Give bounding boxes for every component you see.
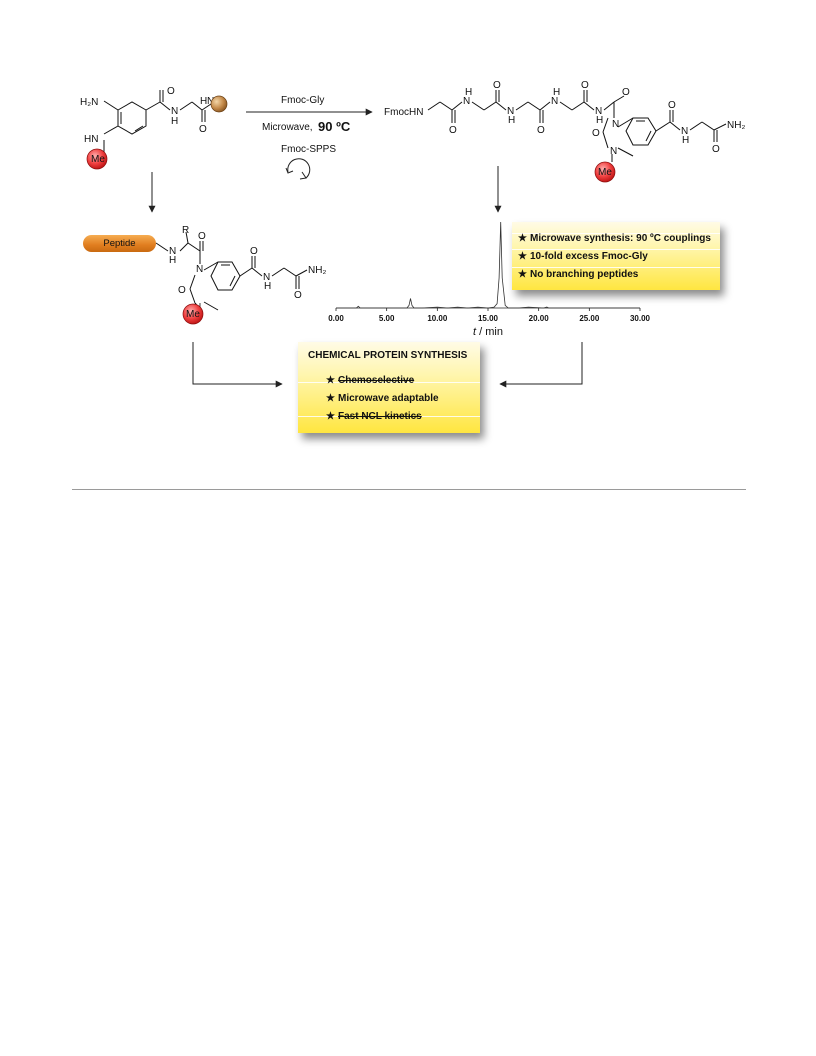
peptide-o1: O [198, 231, 206, 242]
reagent-label: Fmoc-Gly [281, 95, 324, 106]
start-amine-label: H₂N [80, 97, 98, 108]
product-h2: H [508, 115, 515, 126]
peptide-o4: O [294, 290, 302, 301]
star-icon: ★ [518, 269, 527, 280]
product-h7: H [682, 135, 689, 146]
start-hn-label: HN [84, 134, 98, 145]
product-n4: N [595, 106, 602, 117]
cycle-label: Fmoc-SPPS [281, 144, 336, 155]
peptide-chain-icon: Peptide [83, 235, 156, 252]
x-tick-label: 15.00 [478, 314, 499, 323]
peptide-nh2: NH₂ [308, 265, 326, 276]
start-amide-h1: H [171, 116, 178, 127]
peptide-h3: H [264, 281, 271, 292]
product-n1: N [463, 96, 470, 107]
product-o7: O [668, 100, 676, 111]
product-top-structure [427, 90, 727, 162]
start-amide-n1: N [171, 106, 178, 117]
condition-temperature: 90 ºC [318, 119, 351, 134]
product-n3: N [551, 96, 558, 107]
x-tick-label: 10.00 [427, 314, 448, 323]
summary-title: CHEMICAL PROTEIN SYNTHESIS [308, 350, 468, 361]
condition-prefix: Microwave, [262, 122, 313, 133]
product-o3: O [537, 125, 545, 136]
peptide-product-structure [155, 231, 308, 318]
x-tick-label: 0.00 [328, 314, 344, 323]
product-h4: H [596, 115, 603, 126]
methyl-sphere-icon [182, 303, 204, 325]
star-icon: ★ [518, 233, 527, 244]
resin-bead-icon [210, 95, 228, 113]
star-icon: ★ [518, 251, 527, 262]
features-box: ★Microwave synthesis: 90 ºC couplings ★1… [512, 222, 720, 290]
peptide-n1: N [196, 264, 203, 275]
start-amide-h2: H [200, 96, 207, 107]
product-n2: N [507, 106, 514, 117]
peptide-o2: O [178, 285, 186, 296]
product-n7: N [681, 126, 688, 137]
start-methyl-label: Me [91, 154, 105, 165]
feature-item: ★No branching peptides [518, 269, 639, 280]
peptide-methyl-label: Me [186, 309, 200, 320]
summary-item: ★Chemoselective [326, 375, 415, 386]
summary-box: CHEMICAL PROTEIN SYNTHESIS ★Chemoselecti… [298, 342, 480, 433]
product-h1: H [465, 87, 472, 98]
arrow-to-summary-right [499, 342, 583, 388]
product-o4: O [581, 80, 589, 91]
star-icon: ★ [326, 375, 335, 386]
peptide-n3: N [263, 272, 270, 283]
section-divider [72, 489, 746, 490]
arrow-to-summary-left [192, 342, 283, 388]
x-tick-label: 20.00 [529, 314, 550, 323]
product-methyl-label: Me [598, 167, 612, 178]
peptide-r-label: R [182, 225, 189, 236]
peptide-label: Peptide [103, 238, 136, 249]
chromatogram-trace-0 [336, 221, 640, 309]
start-amide-o2: O [199, 124, 207, 135]
product-n6: N [610, 146, 617, 157]
methyl-sphere-icon [86, 148, 108, 170]
product-o2: O [493, 80, 501, 91]
methyl-sphere-icon [594, 161, 616, 183]
product-o8: O [712, 144, 720, 155]
summary-item: ★Fast NCL kinetics [326, 411, 422, 422]
product-nh2: NH₂ [727, 120, 745, 131]
start-material-structure [103, 90, 215, 152]
peptide-o3: O [250, 246, 258, 257]
start-amide-n2: N [207, 96, 214, 107]
star-icon: ★ [326, 393, 335, 404]
summary-item: ★Microwave adaptable [326, 393, 439, 404]
reaction-scheme: H₂N HN O N H O N H Me Fmoc-Gly Microwave… [80, 80, 745, 388]
start-amide-o1: O [167, 86, 175, 97]
cycle-arrow-icon [285, 158, 311, 180]
x-axis-label: t / min [473, 326, 503, 338]
product-o1: O [449, 125, 457, 136]
peptide-nh-label: N [169, 246, 176, 257]
product-o5: O [622, 87, 630, 98]
feature-item: ★Microwave synthesis: 90 ºC couplings [518, 233, 711, 244]
fmoc-label: FmocHN [384, 107, 423, 118]
x-tick-label: 30.00 [630, 314, 651, 323]
feature-item: ★10-fold excess Fmoc-Gly [518, 251, 648, 262]
product-o6: O [592, 128, 600, 139]
x-tick-label: 25.00 [579, 314, 600, 323]
product-n5: N [612, 119, 619, 130]
star-icon: ★ [326, 411, 335, 422]
x-tick-label: 5.00 [379, 314, 395, 323]
peptide-h-label: H [169, 255, 176, 266]
product-h3: H [553, 87, 560, 98]
hplc-chromatogram: 0.00 5.00 10.00 15.00 20.00 25.00 30.00 t / min [328, 221, 651, 338]
